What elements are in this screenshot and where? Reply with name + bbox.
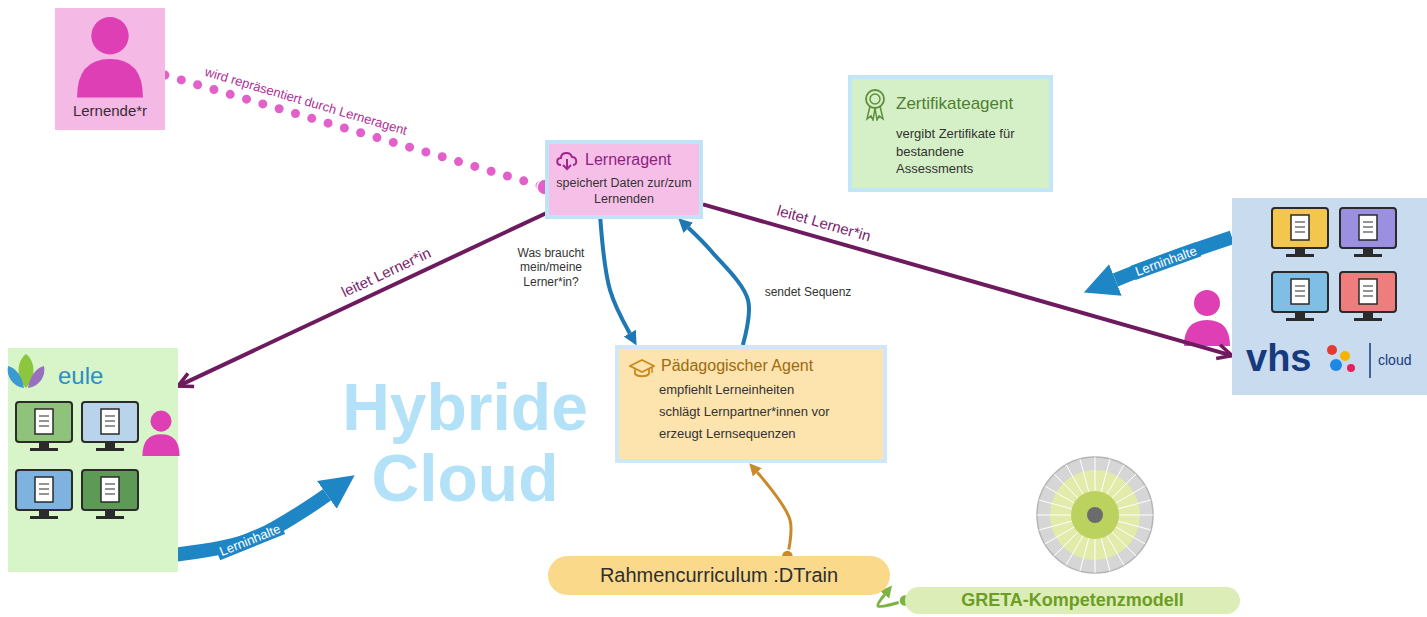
wheel-spoke bbox=[1039, 500, 1072, 509]
cloud-region: Hybride Cloud Lerneragent speichert Daten … bbox=[150, 0, 1260, 617]
platform-panel: vhs cloud bbox=[1232, 198, 1427, 395]
heading-icon bbox=[629, 358, 655, 378]
node-title: GRETA-Kompetenzmodell bbox=[915, 590, 1230, 611]
wheel-spoke bbox=[1080, 459, 1089, 492]
node-text: schlägt Lernpartner*innen vor bbox=[629, 401, 873, 423]
edge-label-holder: wird repräsentiert durch Lerneragent bbox=[203, 64, 409, 138]
connector bbox=[1115, 237, 1232, 280]
wheel-spoke bbox=[1116, 527, 1145, 544]
competence-wheel bbox=[1037, 457, 1153, 573]
node-text: vergibt Zertifikate für bestandene Asses… bbox=[860, 125, 1041, 178]
wheel-spoke bbox=[1080, 538, 1089, 571]
connector bbox=[165, 75, 545, 187]
node-title: eule bbox=[58, 362, 103, 390]
wheel-spoke bbox=[1107, 465, 1124, 494]
node-title: vhs bbox=[1246, 339, 1311, 377]
edge-label: Lerninhalte bbox=[1130, 242, 1201, 280]
connector bbox=[703, 204, 1232, 355]
edge-label: sendet Sequenz bbox=[765, 285, 852, 299]
agent-box: Zertifikateagent vergibt Zertifikate für … bbox=[848, 75, 1053, 192]
edge-label-holder: Was braucht mein/meine Lerner*in? bbox=[508, 246, 594, 289]
wheel-spoke bbox=[1045, 527, 1074, 544]
wheel-spoke bbox=[1054, 532, 1078, 556]
wheel-spoke bbox=[1066, 536, 1083, 565]
connector bbox=[757, 472, 791, 556]
connector bbox=[688, 228, 749, 345]
node-title: Lerneragent bbox=[585, 151, 671, 169]
person-icon bbox=[1184, 290, 1230, 346]
wheel-spoke bbox=[1112, 532, 1136, 556]
wheel-center bbox=[1087, 507, 1103, 523]
agent-box: Pädagogischer Agent empfiehlt Lerneinheit… bbox=[615, 345, 887, 463]
node-text: speichert Daten zur/zum Lernenden bbox=[555, 175, 693, 208]
learner-box: Lernende*r bbox=[55, 8, 165, 130]
node-title: Lernende*r bbox=[55, 8, 165, 119]
cloud-outline bbox=[171, 17, 1243, 617]
edge-label: wird repräsentiert durch Lerneragent bbox=[203, 64, 409, 138]
node-text: erzeugt Lernsequenzen bbox=[629, 423, 873, 445]
node-title: Pädagogischer Agent bbox=[661, 357, 813, 375]
wheel-spoke bbox=[1066, 465, 1083, 494]
edge-label-holder: sendet Sequenz bbox=[765, 285, 852, 299]
curriculum-pill: Rahmencurriculum :DTrain bbox=[548, 556, 890, 595]
wheel-spoke bbox=[1045, 486, 1074, 503]
platform-panel: eule bbox=[8, 348, 178, 572]
cloud-shape bbox=[150, 0, 1260, 617]
node-title: Hybride Cloud bbox=[325, 372, 605, 515]
wheel-spoke bbox=[1112, 474, 1136, 498]
node-text: empfiehlt Lerneinheiten bbox=[629, 379, 873, 401]
wheel-spoke bbox=[1054, 474, 1078, 498]
wheel-spoke bbox=[1107, 536, 1124, 565]
model-pill: GRETA-Kompetenzmodell bbox=[905, 587, 1240, 614]
wheel-spoke bbox=[1101, 459, 1110, 492]
wheel-spoke bbox=[1095, 457, 1096, 491]
wheel-spoke bbox=[1101, 538, 1110, 571]
wheel-spoke bbox=[1119, 515, 1153, 516]
agent-box: Lerneragent speichert Daten zur/zum Lerne… bbox=[545, 140, 703, 219]
wheel-spoke bbox=[1118, 521, 1151, 530]
edge-label: Was braucht mein/meine Lerner*in? bbox=[508, 246, 594, 289]
wheel-spoke bbox=[1039, 521, 1072, 530]
connector bbox=[600, 219, 629, 334]
wheel-spoke bbox=[1118, 500, 1151, 509]
node-title: Zertifikateagent bbox=[896, 94, 1013, 114]
heading-icon bbox=[555, 149, 579, 171]
edge-label-holder: Lerninhalte bbox=[1130, 242, 1201, 280]
heading-icon bbox=[860, 87, 890, 121]
node-title: Rahmencurriculum :DTrain bbox=[558, 564, 880, 587]
wheel-spoke bbox=[1095, 539, 1096, 573]
connector bbox=[178, 212, 548, 386]
node-text: cloud bbox=[1378, 352, 1411, 368]
wheel-spoke bbox=[1116, 486, 1145, 503]
wheel-spoke bbox=[1037, 515, 1071, 516]
